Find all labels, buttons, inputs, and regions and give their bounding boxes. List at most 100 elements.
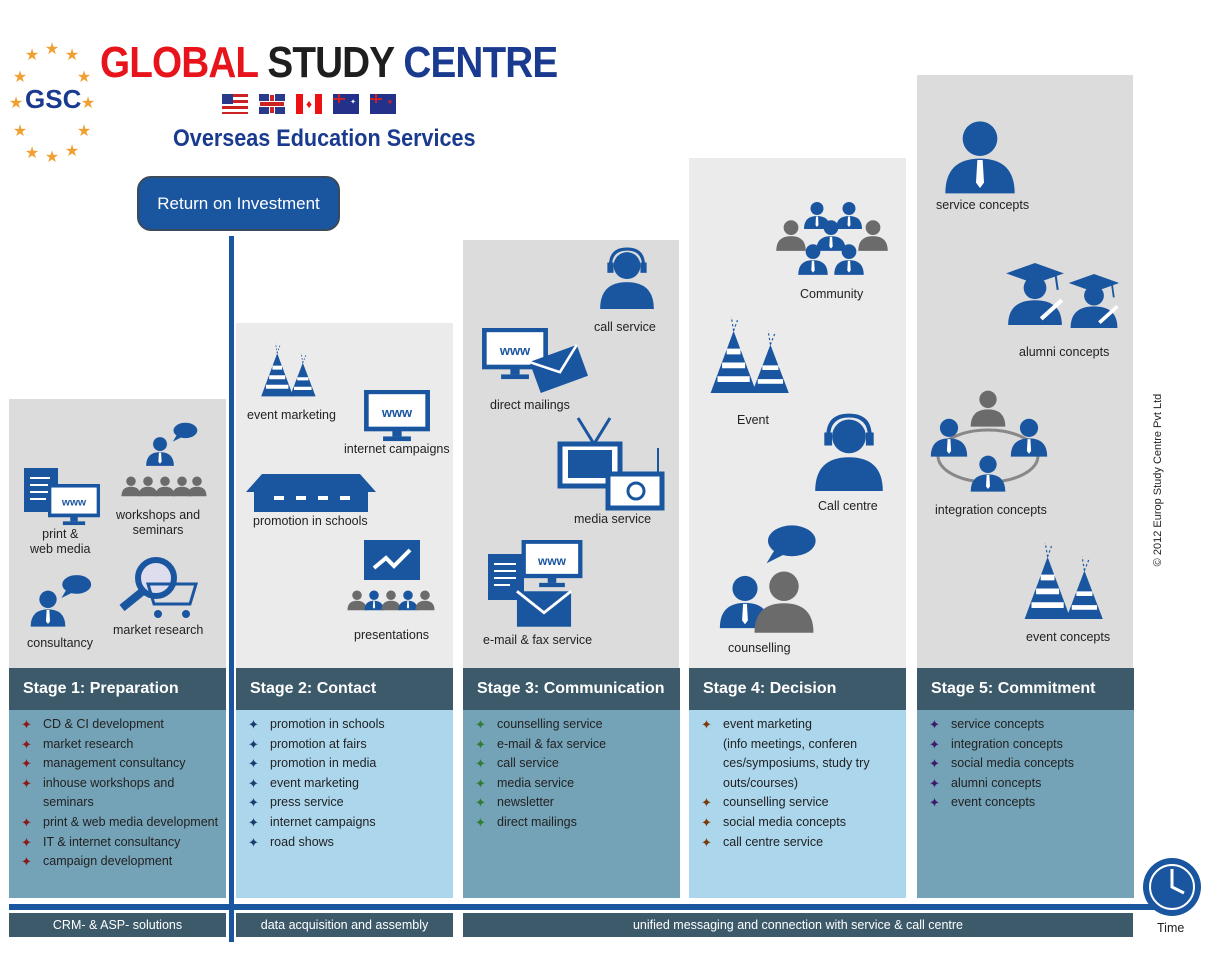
- list-item-label: media service: [497, 775, 575, 790]
- bullet-star-icon: ✦: [475, 717, 486, 732]
- list-item: ✦promotion at fairs: [248, 735, 453, 755]
- svg-text:★: ★: [13, 121, 27, 140]
- time-axis-line: [9, 904, 1159, 910]
- www-monitor-icon: [520, 540, 584, 590]
- list-item-label: promotion in media: [270, 756, 377, 771]
- tv-radio-icon: [557, 417, 665, 511]
- stage-header: Stage 3: Communication: [463, 668, 680, 710]
- icon-label: print &web media: [30, 527, 90, 557]
- svg-text:★: ★: [25, 143, 39, 162]
- bullet-star-icon: ✦: [929, 775, 940, 791]
- list-item: ✦print & web media development: [21, 813, 226, 833]
- list-item: ces/symposiums, study try: [701, 754, 906, 774]
- copyright: © 2012 Europ Study Centre Pvt Ltd: [1152, 393, 1164, 567]
- list-item: ✦ social media concepts: [929, 754, 1134, 774]
- audience-icon: [121, 476, 207, 497]
- bullet-star-icon: ✦: [248, 814, 259, 830]
- www-monitor-icon: [362, 390, 432, 442]
- list-item-label: event marketing: [723, 717, 812, 731]
- canada-flag-icon: ♦: [296, 94, 322, 114]
- icon-label: market research: [113, 623, 204, 637]
- list-item: (info meetings, conferen: [701, 735, 906, 755]
- list-item-label: social media concepts: [951, 756, 1074, 771]
- list-item-label: seminars: [43, 795, 94, 810]
- svg-text:★: ★: [65, 45, 79, 64]
- bullet-star-icon: ✦: [21, 736, 32, 752]
- bullet-star-icon: ✦: [475, 736, 486, 752]
- list-item-label: call centre service: [723, 834, 824, 849]
- list-item-label: internet campaigns: [270, 814, 376, 829]
- list-item-label: counselling service: [723, 795, 829, 810]
- bullet-star-icon: ✦: [248, 795, 259, 811]
- list-item: ✦promotion in media: [248, 754, 453, 774]
- logo-emblem: GSC: [25, 84, 82, 114]
- bullet-star-icon: ✦: [21, 756, 32, 772]
- stage-header: Stage 2: Contact: [236, 668, 453, 710]
- svg-text:★: ★: [77, 121, 91, 140]
- logo-title: GLOBAL STUDY CENTRE: [100, 38, 558, 88]
- headset-person-icon: [598, 247, 656, 311]
- icon-label: Call centre: [818, 499, 878, 513]
- list-item-label: counselling service: [497, 717, 603, 731]
- list-item: ✦management consultancy: [21, 754, 226, 774]
- list-item: seminars: [21, 793, 226, 813]
- new-zealand-flag-icon: ★: [370, 94, 396, 114]
- list-item: ✦road shows: [248, 833, 453, 853]
- icon-label: counselling: [728, 641, 791, 655]
- icon-label: media service: [574, 512, 652, 526]
- list-item-label: CD & CI development: [43, 717, 164, 731]
- bullet-star-icon: ✦: [929, 717, 940, 732]
- stage-header: Stage 4: Decision: [689, 668, 906, 710]
- bullet-star-icon: ✦: [21, 814, 32, 830]
- bullet-star-icon: ✦: [929, 756, 940, 772]
- list-item: ✦media service: [475, 774, 680, 794]
- bullet-star-icon: ✦: [21, 717, 32, 732]
- list-item: ✦call service: [475, 754, 680, 774]
- list-item: ✦newsletter: [475, 793, 680, 813]
- list-item: ✦inhouse workshops and: [21, 774, 226, 794]
- stage-list: ✦ event marketing (info meetings, conferen…: [689, 710, 906, 898]
- integration-icon: [930, 390, 1048, 492]
- list-item-label: service concepts: [951, 717, 1045, 731]
- svg-text:★: ★: [45, 147, 59, 166]
- bullet-star-icon: ✦: [701, 795, 712, 811]
- list-item-label: press service: [270, 795, 344, 810]
- australia-flag-icon: ✦: [333, 94, 359, 114]
- list-item-label: campaign development: [43, 854, 173, 869]
- bottom-bar-data: data acquisition and assembly: [236, 913, 453, 937]
- www-monitor-icon: [48, 484, 100, 526]
- list-item: ✦alumni concepts: [929, 774, 1134, 794]
- roi-box: Return on Investment: [137, 176, 340, 231]
- list-item-label: integration concepts: [951, 736, 1063, 751]
- list-item-label: inhouse workshops and: [43, 775, 175, 790]
- bullet-star-icon: ✦: [701, 717, 712, 732]
- list-item: ✦ counselling service: [475, 715, 680, 735]
- list-item-label: market research: [43, 736, 134, 751]
- party-hats-icon: [1020, 536, 1112, 628]
- svg-text:★: ★: [9, 93, 23, 112]
- list-item-label: event concepts: [951, 795, 1036, 810]
- list-item: ✦call centre service: [701, 833, 906, 853]
- icon-label-line: print &: [42, 527, 79, 541]
- svg-text:★: ★: [25, 45, 39, 64]
- community-icon: [776, 202, 888, 275]
- logo-title-study: STUDY: [267, 38, 394, 87]
- list-item: ✦event marketing: [248, 774, 453, 794]
- list-item: ✦direct mailings: [475, 813, 680, 833]
- list-item-label: ces/symposiums, study try: [723, 756, 870, 771]
- clock-icon: [1143, 858, 1201, 916]
- bottom-bar-messaging: unified messaging and connection with se…: [463, 913, 1133, 937]
- list-item-label: promotion in schools: [270, 717, 385, 731]
- list-item: ✦ integration concepts: [929, 735, 1134, 755]
- list-item: ✦ counselling service: [701, 793, 906, 813]
- envelope-icon: [516, 590, 572, 628]
- bullet-star-icon: ✦: [929, 736, 940, 752]
- icon-label-line: workshops and: [116, 508, 201, 522]
- bullet-star-icon: ✦: [475, 795, 486, 811]
- bullet-star-icon: ✦: [248, 775, 259, 791]
- svg-text:★: ★: [77, 67, 91, 86]
- party-hats-icon: [706, 310, 798, 402]
- logo-title-global: GLOBAL: [100, 38, 258, 87]
- list-item: ✦campaign development: [21, 852, 226, 872]
